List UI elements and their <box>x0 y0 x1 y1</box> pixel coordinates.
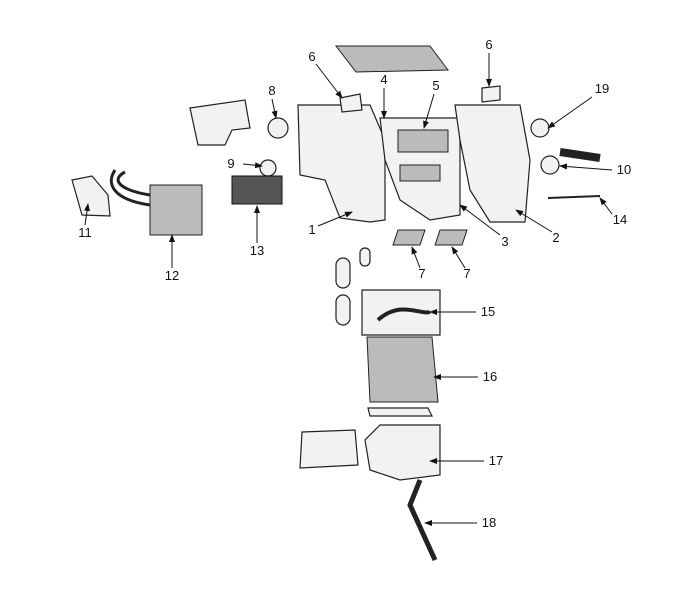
actuator-part-10 <box>540 155 560 175</box>
lower-case-part <box>364 424 441 481</box>
leader-line <box>242 162 263 169</box>
sensor-part-14 <box>547 195 601 199</box>
callout-c16: 16 <box>433 369 497 384</box>
seal-plate-part <box>367 407 433 417</box>
evaporator-cover-part <box>361 289 441 336</box>
callout-label: 7 <box>418 266 425 281</box>
heater-case-right-part <box>454 104 531 223</box>
leader-line <box>315 63 343 99</box>
seal-part-a <box>335 257 351 289</box>
callout-c11: 11 <box>78 203 92 240</box>
callout-label: 7 <box>463 266 470 281</box>
callout-c10: 10 <box>559 162 631 177</box>
callout-c3: 3 <box>459 204 509 249</box>
callout-label: 15 <box>481 304 495 319</box>
callout-label: 19 <box>595 81 609 96</box>
evaporator-core-part <box>366 336 439 403</box>
callout-c7a: 7 <box>411 246 426 281</box>
actuator-part-8 <box>267 117 289 139</box>
leader-line <box>411 246 421 269</box>
leader-line <box>459 204 501 236</box>
callout-label: 10 <box>617 162 631 177</box>
callout-label: 3 <box>501 234 508 249</box>
callout-label: 12 <box>165 268 179 283</box>
ptc-heater-part <box>231 175 283 205</box>
callout-label: 18 <box>482 515 496 530</box>
callout-c17: 17 <box>429 453 503 468</box>
callout-c8: 8 <box>268 83 278 119</box>
actuator-part-19 <box>530 118 550 138</box>
callout-label: 4 <box>380 72 387 87</box>
blend-door-part <box>397 129 449 153</box>
callout-label: 6 <box>308 49 315 64</box>
air-filter-part <box>334 45 449 73</box>
heater-case-left-part <box>297 104 386 223</box>
drain-hose-part <box>407 479 438 562</box>
seal-part-c <box>359 247 371 267</box>
callout-c7b: 7 <box>451 246 471 281</box>
callout-c18: 18 <box>424 515 496 530</box>
leader-line <box>599 197 613 215</box>
lower-cover-part <box>299 429 359 469</box>
duct-part-6a <box>339 93 363 113</box>
leader-line <box>84 203 90 226</box>
heater-core-part <box>149 184 203 236</box>
leader-line <box>515 209 553 233</box>
actuator-part-9 <box>259 159 277 177</box>
leader-line <box>547 96 593 129</box>
callout-c9: 9 <box>227 156 263 171</box>
heater-pipes-part <box>109 169 151 207</box>
leader-line <box>423 93 435 129</box>
parts <box>71 45 601 562</box>
evaporator-pipe-part <box>376 307 431 322</box>
callout-label: 6 <box>485 37 492 52</box>
callout-c12: 12 <box>165 234 179 283</box>
callout-c15: 15 <box>429 304 495 319</box>
callout-label: 11 <box>78 225 92 240</box>
callout-c1: 1 <box>308 211 353 237</box>
callout-c14: 14 <box>599 197 627 227</box>
callout-label: 5 <box>432 78 439 93</box>
bracket-part-11 <box>71 175 111 217</box>
callout-c6a: 6 <box>308 49 343 99</box>
callout-label: 14 <box>613 212 627 227</box>
leader-line <box>451 246 466 269</box>
callout-label: 17 <box>489 453 503 468</box>
leader-line <box>559 163 613 171</box>
door-part-7a <box>392 229 426 246</box>
mode-door-part <box>399 164 441 182</box>
callout-label: 13 <box>250 243 264 258</box>
seal-part-b <box>335 294 351 326</box>
hose-part <box>559 148 601 162</box>
callout-c19: 19 <box>547 81 609 129</box>
callout-c6b: 6 <box>485 37 493 87</box>
callout-label: 16 <box>483 369 497 384</box>
door-part-7b <box>434 229 468 246</box>
leader-line <box>317 211 353 227</box>
callout-c2: 2 <box>515 209 560 245</box>
callout-c13: 13 <box>250 205 264 258</box>
callout-c4: 4 <box>380 72 388 119</box>
cover-part <box>189 99 251 146</box>
callout-label: 1 <box>308 222 315 237</box>
callout-label: 9 <box>227 156 234 171</box>
leader-line <box>271 98 278 119</box>
callout-label: 2 <box>552 230 559 245</box>
duct-part-6b <box>481 85 501 103</box>
callout-label: 8 <box>268 83 275 98</box>
callout-c5: 5 <box>423 78 440 129</box>
